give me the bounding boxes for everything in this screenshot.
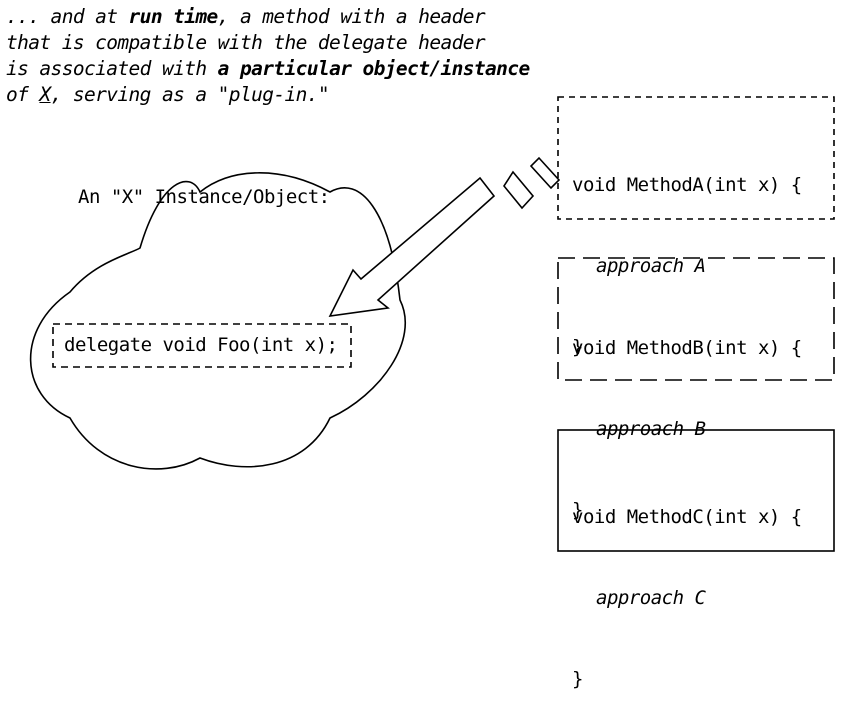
caption-line2: that is compatible with the delegate hea… <box>6 31 486 54</box>
method-b-signature: void MethodB(int x) { <box>572 337 802 359</box>
caption-x: X <box>39 83 51 106</box>
instance-cloud <box>29 172 406 470</box>
method-a: void MethodA(int x) { approach A } <box>572 118 802 388</box>
method-c-box <box>557 429 835 552</box>
caption-line1-post: , a method with a header <box>217 5 486 28</box>
method-c-signature: void MethodC(int x) { <box>572 506 802 528</box>
arrow-tail-segment-2 <box>529 156 561 190</box>
method-a-body: approach A <box>596 255 706 277</box>
method-b-box <box>557 257 835 381</box>
method-c: void MethodC(int x) { approach C } <box>572 450 802 720</box>
method-b: void MethodB(int x) { approach B } <box>572 281 802 551</box>
method-b-body: approach B <box>596 418 706 440</box>
method-a-box <box>557 96 835 220</box>
delegate-declaration: delegate void Foo(int x); <box>64 334 338 356</box>
method-b-close: } <box>572 499 583 521</box>
caption: ... and at run time, a method with a hea… <box>6 4 530 108</box>
method-c-body: approach C <box>596 587 706 609</box>
arrow-tail-segment-1 <box>503 170 535 210</box>
caption-line4-post: , serving as a "plug-in." <box>50 83 330 106</box>
caption-line3-pre: is associated with <box>6 57 218 80</box>
arrow-body <box>328 176 496 317</box>
method-c-close: } <box>572 668 583 690</box>
plug-in-arrow <box>328 156 561 317</box>
caption-run-time: run time <box>128 5 219 28</box>
caption-particular-object: a particular object/instance <box>217 57 531 80</box>
caption-line4-pre: of <box>6 83 40 106</box>
delegate-box <box>52 323 352 368</box>
instance-label: An "X" Instance/Object: <box>78 186 330 208</box>
method-a-close: } <box>572 336 583 358</box>
method-a-signature: void MethodA(int x) { <box>572 174 802 196</box>
caption-line1-pre: ... and at <box>6 5 129 28</box>
diagram-canvas <box>29 96 835 552</box>
